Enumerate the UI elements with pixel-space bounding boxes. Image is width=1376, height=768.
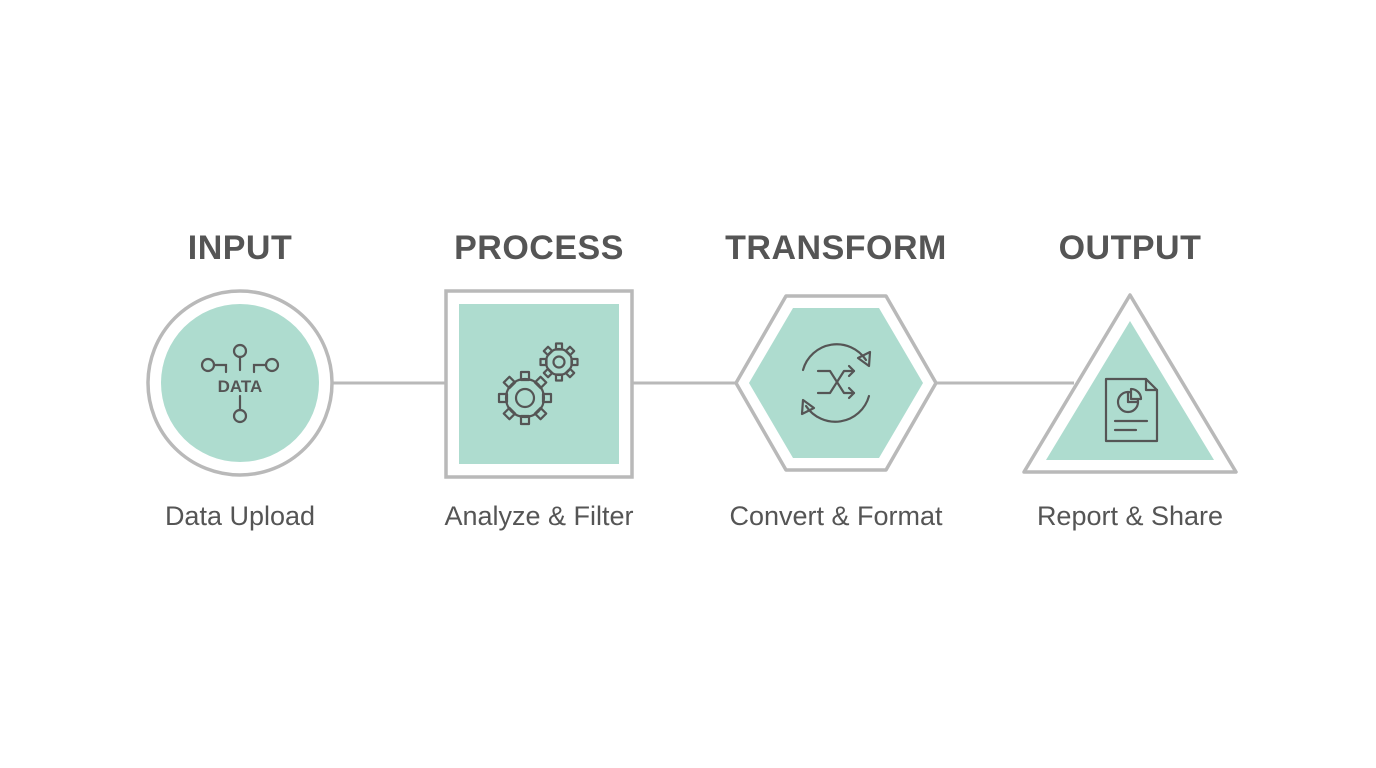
output-caption: Report & Share (1036, 501, 1224, 531)
pie-chart-document-icon (1104, 377, 1159, 443)
input-node: DATA (146, 289, 334, 477)
data-network-icon: DATA (200, 343, 280, 424)
shuffle-cycle-icon (800, 343, 872, 423)
input-circle-fill (161, 304, 319, 462)
process-caption: Analyze & Filter (444, 501, 634, 531)
input-caption: Data Upload (164, 501, 316, 531)
data-icon-label: DATA (218, 377, 263, 396)
transform-caption: Convert & Format (729, 501, 943, 531)
transform-title: TRANSFORM (725, 229, 947, 267)
process-node (444, 289, 634, 479)
output-node (1022, 293, 1238, 474)
process-title: PROCESS (454, 229, 624, 267)
transform-node (734, 294, 938, 472)
gears-icon (497, 342, 579, 426)
input-title: INPUT (187, 229, 293, 267)
output-title: OUTPUT (1058, 229, 1202, 267)
